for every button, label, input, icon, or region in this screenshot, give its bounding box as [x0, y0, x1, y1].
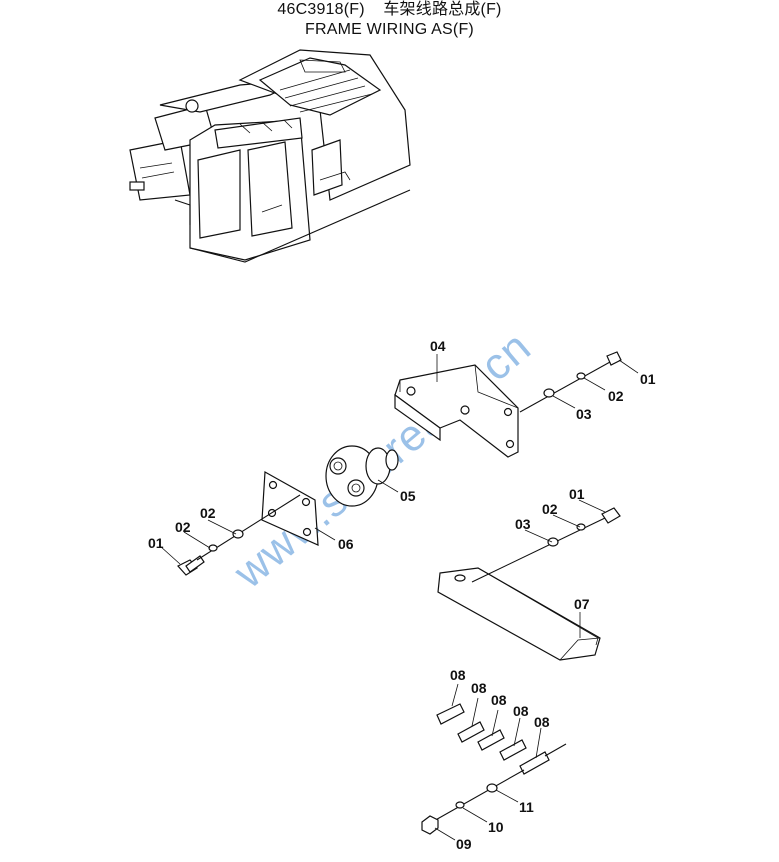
callout-01: 01: [148, 535, 164, 551]
excavator-illustration: [129, 49, 411, 263]
callout-03: 03: [576, 406, 592, 422]
fasteners-left: [177, 494, 301, 576]
callouts: 01 02 03 04 05 06 02 02 01 01 02 03 07 0…: [148, 338, 656, 852]
callout-02: 02: [608, 388, 624, 404]
callout-05: 05: [400, 488, 416, 504]
callout-01: 01: [569, 486, 585, 502]
title-cn: 车架线路总成(F): [383, 1, 502, 18]
title-block: 46C3918(F) 车架线路总成(F) FRAME WIRING AS(F): [0, 0, 779, 40]
part-07-strap: [437, 567, 601, 661]
callout-01: 01: [640, 371, 656, 387]
part-05-switch: [325, 445, 399, 507]
callout-03: 03: [515, 516, 531, 532]
title-en: FRAME WIRING AS(F): [305, 21, 474, 38]
part-08-terminals: [431, 703, 567, 823]
callout-09: 09: [456, 836, 472, 852]
fasteners-strap: [471, 507, 621, 583]
callout-08: 08: [513, 703, 529, 719]
callout-07: 07: [574, 596, 590, 612]
callout-08: 08: [491, 692, 507, 708]
fasteners-upper-right: [519, 351, 622, 413]
callout-08: 08: [450, 667, 466, 683]
fasteners-bottom: [421, 783, 498, 835]
callout-08: 08: [534, 714, 550, 730]
title-line-1: 46C3918(F) 车架线路总成(F): [0, 0, 779, 20]
part-04-bracket: [394, 364, 519, 458]
callout-10: 10: [488, 819, 504, 835]
callout-06: 06: [338, 536, 354, 552]
callout-02: 02: [175, 519, 191, 535]
leader-lines: [159, 354, 639, 841]
callout-02: 02: [542, 501, 558, 517]
callout-08: 08: [471, 680, 487, 696]
callout-04: 04: [430, 338, 446, 354]
title-code: 46C3918(F): [277, 1, 365, 18]
callout-11: 11: [519, 799, 534, 815]
callout-02: 02: [200, 505, 216, 521]
